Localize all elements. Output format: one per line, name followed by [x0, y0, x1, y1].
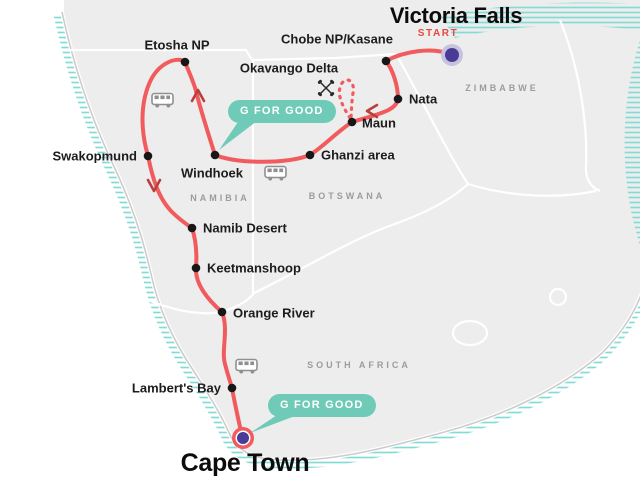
- stop-label-okavango-delta: Okavango Delta: [239, 60, 339, 76]
- stop-dot-namib-desert: [187, 223, 197, 233]
- start-marker: [441, 44, 463, 66]
- stop-dot-chobe: [381, 56, 391, 66]
- route-direction-arrows: [146, 88, 379, 193]
- stop-dot-keetmanshoop: [191, 263, 201, 273]
- stop-dot-orange-river: [217, 307, 227, 317]
- stop-label-namib-desert: Namib Desert: [203, 220, 287, 236]
- stop-label-keetmanshoop: Keetmanshoop: [207, 260, 301, 276]
- stop-label-windhoek: Windhoek: [181, 165, 243, 181]
- country-label-botswana: BOTSWANA: [308, 191, 386, 201]
- badge-tail-windhoek: [219, 119, 257, 150]
- stop-label-lamberts-bay: Lambert's Bay: [131, 380, 221, 396]
- stop-dot-lamberts-bay: [227, 383, 237, 393]
- route-arrow-up: [190, 88, 206, 103]
- stop-label-etosha-np: Etosha NP: [144, 37, 210, 53]
- route-dashed-excursion: [337, 78, 355, 120]
- country-label-zimbabwe: ZIMBABWE: [465, 83, 539, 93]
- stop-dot-ghanzi: [305, 150, 315, 160]
- route-arrow-down: [146, 178, 162, 193]
- stop-label-swakopmund: Swakopmund: [52, 148, 137, 164]
- title-victoria-falls: Victoria Falls: [389, 3, 523, 28]
- stop-label-chobe-kasane: Chobe NP/Kasane: [281, 31, 393, 47]
- stop-dot-nata: [393, 94, 403, 104]
- stop-label-nata: Nata: [409, 91, 438, 107]
- end-marker: [232, 427, 254, 449]
- stop-dot-etosha: [180, 57, 190, 67]
- stop-dot-maun: [347, 117, 357, 127]
- title-cape-town: Cape Town: [180, 449, 310, 477]
- country-label-namibia: NAMIBIA: [190, 193, 250, 203]
- river-hatch: [440, 2, 640, 246]
- start-label: START: [417, 28, 459, 39]
- stop-label-ghanzi-area: Ghanzi area: [321, 147, 395, 163]
- stop-dot-windhoek: [210, 150, 220, 160]
- stop-label-maun: Maun: [362, 115, 396, 131]
- badge-tail-capetown: [250, 413, 295, 433]
- stop-dots: [143, 56, 403, 393]
- country-label-south-africa: SOUTH AFRICA: [307, 360, 411, 370]
- stop-dot-swakopmund: [143, 151, 153, 161]
- g-for-good-badge: G FOR GOOD: [268, 394, 376, 417]
- g-for-good-badge: G FOR GOOD: [228, 100, 336, 123]
- route-arrow-left: [365, 103, 379, 119]
- stop-label-orange-river: Orange River: [233, 305, 315, 321]
- badge-tails: [219, 119, 295, 433]
- coastline: [61, 11, 640, 462]
